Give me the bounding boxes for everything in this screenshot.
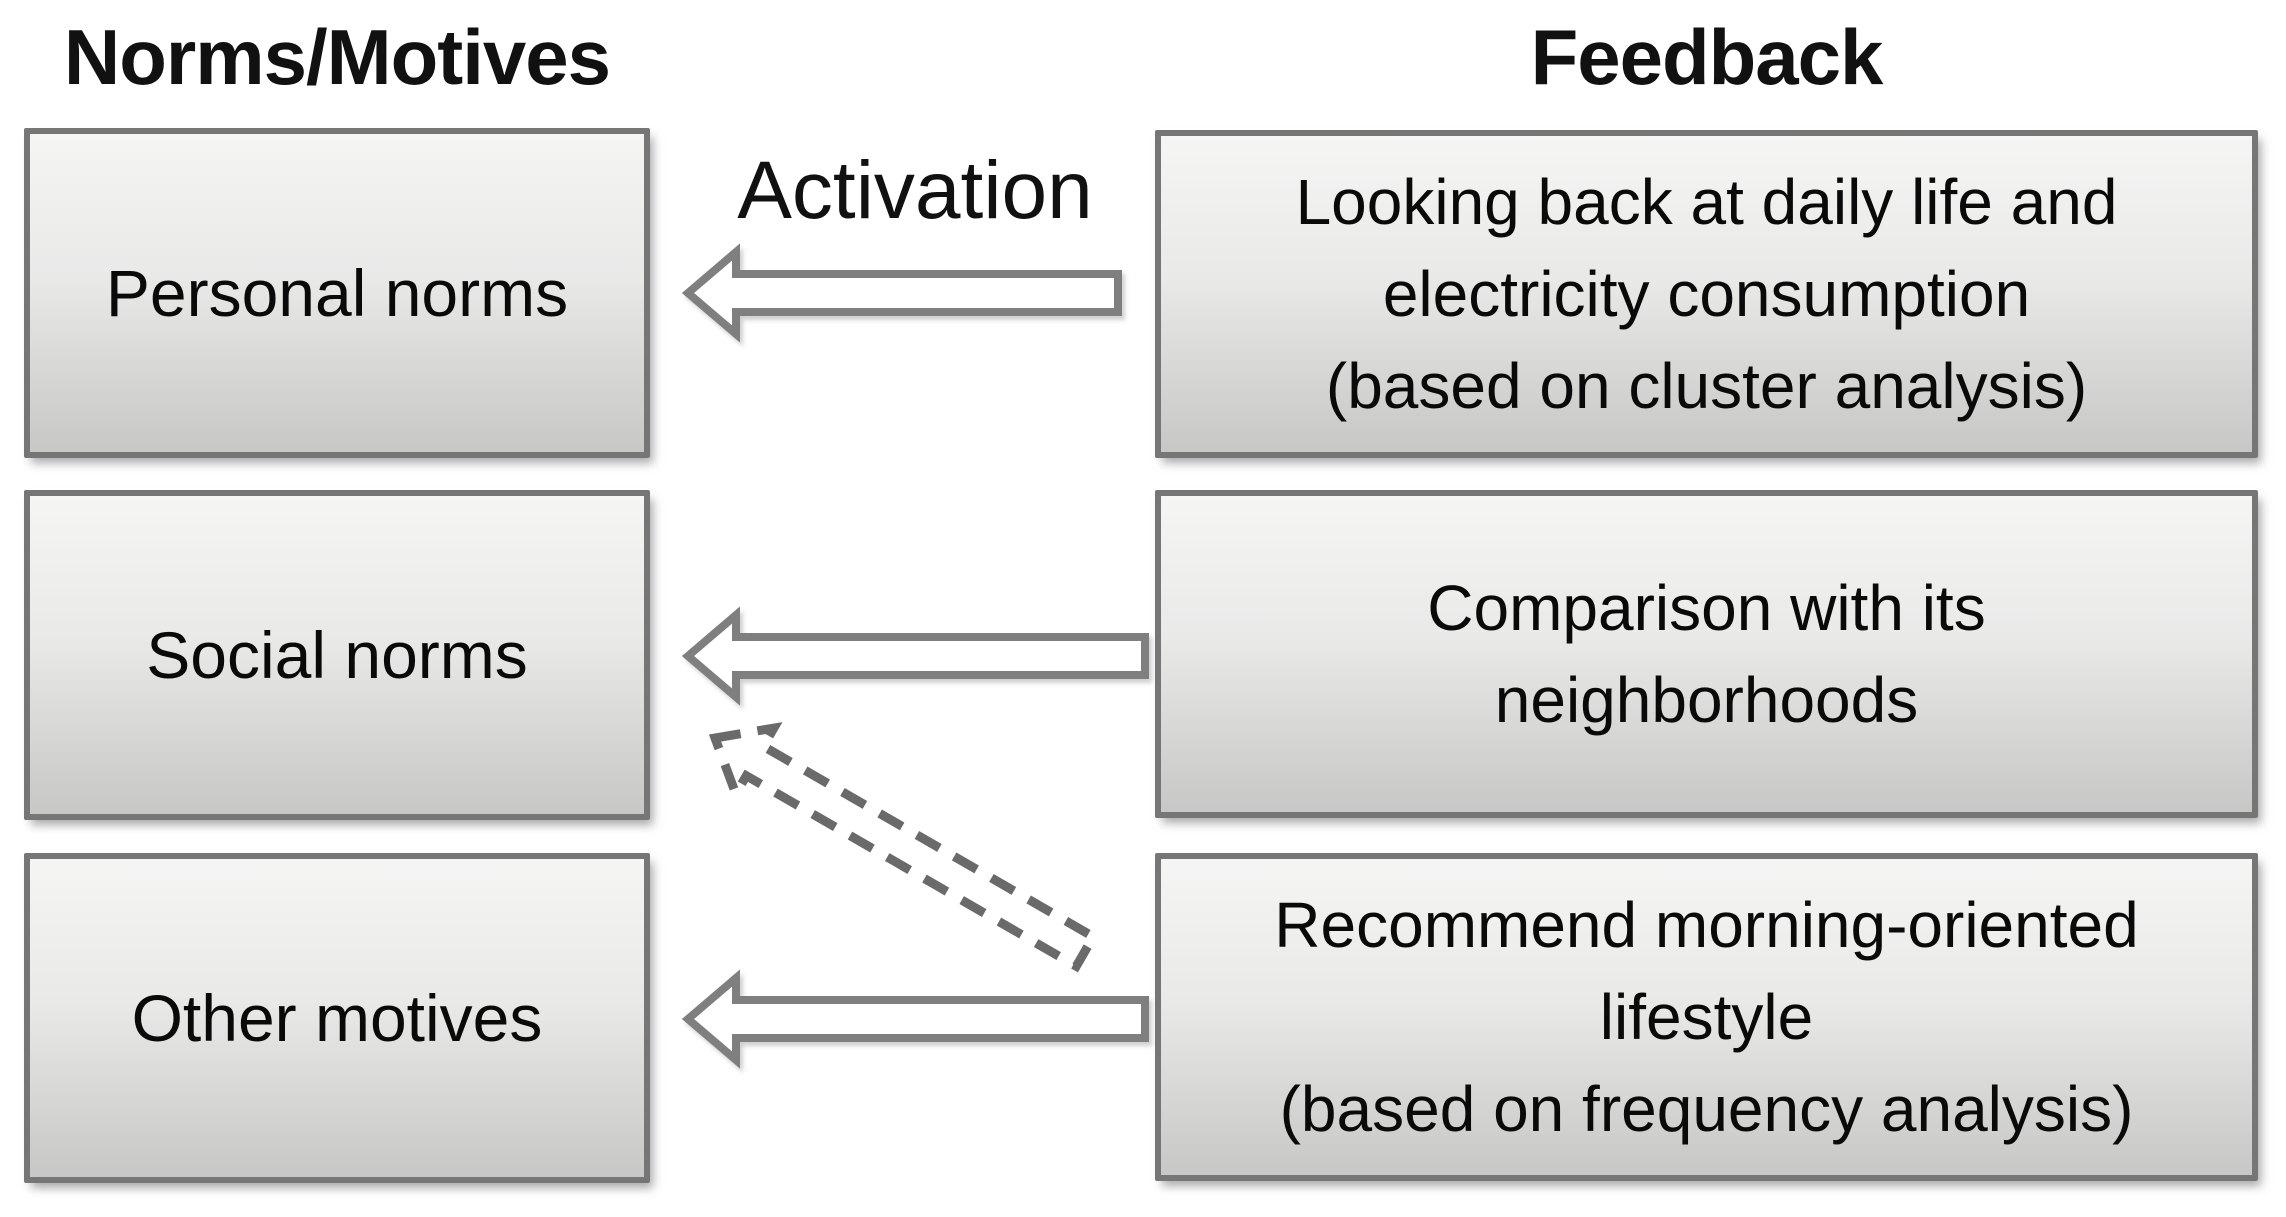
comparison-left-arrow-icon [681,606,1149,706]
personal-norms-label: Personal norms [105,256,569,330]
activation-label: Activation [737,145,1093,236]
norms-motives-header: Norms/Motives [63,13,611,101]
recommend-feedback-text: Recommend morning-oriented lifestyle (ba… [1274,889,2139,1145]
other-motives-box: Other motives [24,853,650,1183]
dashed-diagonal-arrow-icon [708,722,1100,973]
recommend-feedback-box: Recommend morning-oriented lifestyle (ba… [1155,853,2258,1181]
looking-back-feedback-text: Looking back at daily life and electrici… [1295,166,2118,422]
recommend-left-arrow-icon [681,969,1149,1069]
other-motives-label: Other motives [131,981,543,1055]
feedback-header: Feedback [1530,13,1884,101]
comparison-feedback-text: Comparison with its neighborhoods [1427,572,1986,736]
social-norms-box: Social norms [24,490,650,820]
social-norms-label: Social norms [146,618,528,692]
comparison-feedback-box: Comparison with its neighborhoods [1155,490,2258,818]
looking-back-feedback-box: Looking back at daily life and electrici… [1155,130,2258,458]
activation-left-arrow-icon [681,243,1122,343]
personal-norms-box: Personal norms [24,128,650,458]
